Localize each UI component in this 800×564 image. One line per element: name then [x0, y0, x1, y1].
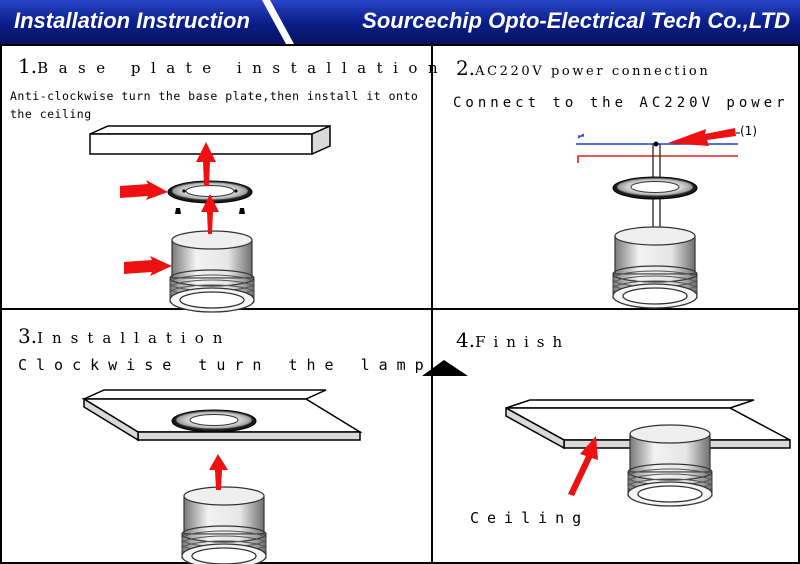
- step4-arrow-to-ceiling: [568, 436, 598, 496]
- step4-title-text: Finish: [475, 333, 571, 351]
- step2-callout-label: (1): [740, 124, 757, 138]
- step1-arrow-up-lamp: [201, 194, 219, 234]
- step2-title-text: AC220V power connection: [475, 64, 711, 79]
- step4-ceiling-plate-top: [505, 399, 755, 409]
- step1-description-line2: the ceiling: [10, 107, 92, 121]
- step3-title: 3.Installation: [18, 324, 231, 348]
- step3-ceiling-plate-edge: [137, 431, 361, 441]
- step4-diagram: [505, 399, 791, 507]
- step1-screw-right: [239, 208, 245, 214]
- step3-description: Clockwise turn the lamp: [18, 356, 433, 374]
- step4-number: 4.: [456, 328, 476, 352]
- step1-arrow-right-ring: [120, 180, 168, 200]
- step2-arrow-to-junction: [668, 128, 736, 146]
- header-title-block: Installation Instruction: [0, 0, 290, 45]
- step2-junction-dot: [653, 141, 659, 147]
- step2-description: Connect to the AC220V power: [453, 95, 789, 111]
- step1-ceiling-plate-top: [89, 125, 331, 135]
- step1-arrow-right-lamp: [124, 256, 172, 276]
- grid-line-right: [798, 44, 800, 564]
- step1-screw-hole-right: [234, 189, 238, 193]
- step2-diagram: [576, 128, 740, 309]
- step2-wire-cover: [651, 230, 662, 240]
- step1-ceiling-plate-side: [311, 124, 331, 156]
- header-company-block: Sourcechip Opto-Electrical Tech Co.,LTD: [270, 0, 800, 44]
- step3-lamp: [181, 486, 267, 564]
- grid-line-top: [0, 44, 800, 46]
- step1-title-text: Base plate installation: [37, 59, 449, 77]
- step1-arrow-up-plate: [196, 142, 216, 186]
- step4-ceiling-plate-leftedge: [505, 406, 565, 450]
- ceiling-label: Ceiling: [470, 509, 590, 527]
- step4-lamp: [627, 424, 713, 507]
- header-title-shape: [0, 0, 290, 45]
- step2-number: 2.: [456, 56, 476, 80]
- step4-title: 4.Finish: [456, 328, 570, 352]
- step3-number: 3.: [18, 324, 38, 348]
- step1-diagram: [89, 124, 331, 313]
- header-company-shape: [270, 0, 800, 44]
- step3-diagram: [81, 360, 468, 564]
- header-company: Sourcechip Opto-Electrical Tech Co.,LTD: [362, 8, 790, 33]
- step1-description-line1: Anti-clockwise turn the base plate,then …: [10, 89, 419, 103]
- step1-ceiling-plate-front: [89, 133, 313, 155]
- step1-title: 1.Base plate installation: [18, 54, 448, 78]
- grid-line-left: [0, 44, 2, 564]
- header-banner: Installation Instruction Sourcechip Opto…: [0, 0, 800, 45]
- header-title: Installation Instruction: [14, 8, 250, 33]
- grid-line-middle: [0, 308, 800, 310]
- step3-ceiling-plate-top: [83, 389, 327, 400]
- step1-lamp: [169, 230, 255, 313]
- step1-screw-hole-left: [182, 189, 186, 193]
- grid-line-vertical: [431, 44, 433, 564]
- step2-live-wire-tag: [577, 133, 585, 139]
- step3-arrow-up: [209, 454, 228, 490]
- step3-rotate-marker: [422, 360, 468, 376]
- step2-base-plate: [612, 176, 698, 200]
- step2-title: 2.AC220V power connection: [456, 56, 710, 80]
- grid-line-bottom: [0, 562, 800, 564]
- step2-neutral-wire: [577, 155, 738, 163]
- step3-base-plate: [171, 409, 257, 433]
- step1-number: 1.: [18, 54, 38, 78]
- step3-title-text: Installation: [37, 329, 232, 347]
- step3-ceiling-plate-leftedge: [83, 397, 139, 442]
- step1-screw-left: [175, 208, 181, 214]
